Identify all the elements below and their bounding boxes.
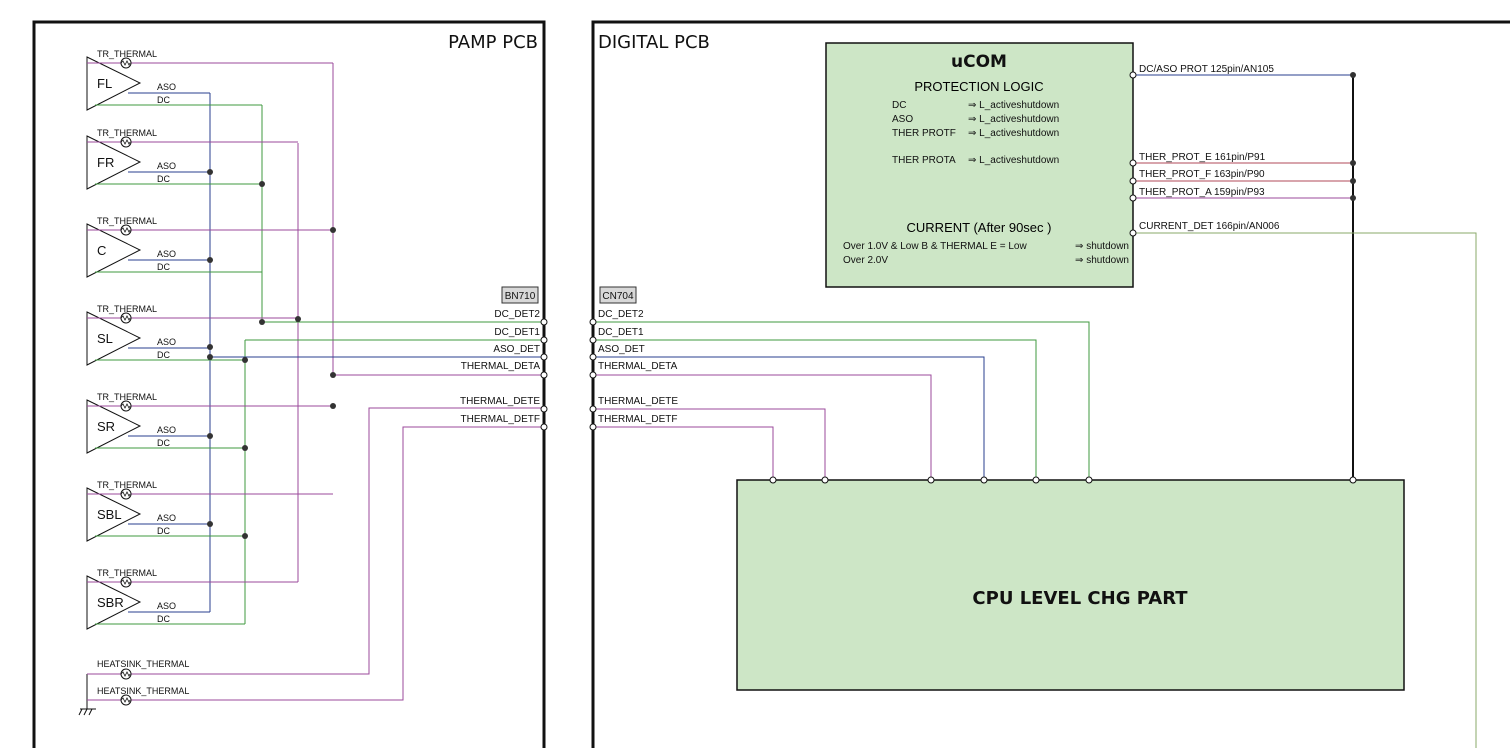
svg-text:DC: DC [892, 100, 906, 111]
amplifier-sr: TR_THERMAL SR ASO DC [86, 392, 333, 454]
amp-name: SL [97, 331, 113, 346]
svg-text:BN710: BN710 [505, 291, 536, 302]
svg-text:DC_DET2: DC_DET2 [598, 309, 644, 320]
amplifier-fr: TR_THERMAL FR ASO DC [86, 128, 298, 190]
ucom-pin-circles [1129, 71, 1137, 237]
ucom-output-wires [1133, 74, 1477, 748]
amp-name: FL [97, 76, 112, 91]
svg-text:THERMAL_DETF: THERMAL_DETF [598, 414, 677, 425]
svg-text:DC_DET1: DC_DET1 [494, 327, 540, 338]
heatsink-label-1: HEATSINK_THERMAL [97, 659, 189, 669]
svg-text:⇒ L_activeshutdown: ⇒ L_activeshutdown [968, 128, 1059, 139]
connector-cn704: CN704 [599, 286, 637, 304]
svg-text:CPU LEVEL CHG PART: CPU LEVEL CHG PART [972, 588, 1188, 609]
svg-text:ASO_DET: ASO_DET [598, 344, 645, 355]
svg-text:Over 2.0V: Over 2.0V [843, 255, 888, 266]
svg-text:THER_PROT_E 161pin/P91: THER_PROT_E 161pin/P91 [1139, 152, 1266, 163]
pamp-pcb-title: PAMP PCB [448, 32, 538, 53]
pamp-buses [209, 63, 334, 624]
ucom-pin-labels: DC/ASO PROT 125pin/AN105 THER_PROT_E 161… [1139, 64, 1280, 232]
ucom-subtitle: PROTECTION LOGIC [914, 79, 1043, 94]
tr-thermal-label: TR_THERMAL [97, 480, 157, 490]
tr-thermal-label: TR_THERMAL [97, 49, 157, 59]
aso-label: ASO [157, 249, 176, 259]
dc-label: DC [157, 526, 170, 536]
pamp-junctions [207, 169, 336, 539]
connector-bn710: BN710 [501, 286, 539, 304]
tr-thermal-label: TR_THERMAL [97, 568, 157, 578]
amplifier-sl: TR_THERMAL SL ASO DC [86, 304, 298, 366]
svg-text:CURRENT_DET 166pin/AN006: CURRENT_DET 166pin/AN006 [1139, 221, 1280, 232]
left-pin-labels: DC_DET2 DC_DET1 ASO_DET THERMAL_DETA THE… [460, 309, 540, 425]
svg-text:CN704: CN704 [602, 291, 634, 302]
aso-label: ASO [157, 513, 176, 523]
svg-text:⇒ L_activeshutdown: ⇒ L_activeshutdown [968, 114, 1059, 125]
amp-name: SBL [97, 507, 122, 522]
connector-pins [540, 318, 597, 431]
cpu-level-chg-block: CPU LEVEL CHG PART [736, 476, 1405, 691]
svg-text:THER PROTF: THER PROTF [892, 128, 956, 139]
svg-text:DC_DET1: DC_DET1 [598, 327, 644, 338]
amp-name: C [97, 243, 106, 258]
svg-text:THERMAL_DETA: THERMAL_DETA [461, 361, 541, 372]
dc-label: DC [157, 95, 170, 105]
tr-thermal-label: TR_THERMAL [97, 216, 157, 226]
digital-wires [593, 321, 1090, 480]
svg-text:⇒ shutdown: ⇒ shutdown [1075, 241, 1129, 252]
svg-text:THERMAL_DETF: THERMAL_DETF [461, 414, 540, 425]
svg-text:THER PROTA: THER PROTA [892, 155, 956, 166]
dc-label: DC [157, 174, 170, 184]
svg-text:THER_PROT_F 163pin/P90: THER_PROT_F 163pin/P90 [1139, 169, 1265, 180]
right-pin-labels: DC_DET2 DC_DET1 ASO_DET THERMAL_DETA THE… [598, 309, 678, 425]
amplifier-sbr: TR_THERMAL SBR ASO DC [86, 568, 298, 630]
dc-label: DC [157, 262, 170, 272]
ucom-title: uCOM [951, 52, 1007, 72]
svg-text:DC_DET2: DC_DET2 [494, 309, 540, 320]
pamp-pcb-frame [32, 20, 546, 748]
tr-thermal-label: TR_THERMAL [97, 392, 157, 402]
amp-name: SBR [97, 595, 124, 610]
amplifier-c: TR_THERMAL C ASO DC [86, 216, 333, 278]
dc-label: DC [157, 614, 170, 624]
aso-label: ASO [157, 161, 176, 171]
aso-label: ASO [157, 425, 176, 435]
tr-thermal-label: TR_THERMAL [97, 128, 157, 138]
aso-label: ASO [157, 337, 176, 347]
svg-text:ASO: ASO [892, 114, 913, 125]
amplifier-sbl: TR_THERMAL SBL ASO DC [86, 480, 333, 542]
ucom-current-title: CURRENT (After 90sec ) [907, 220, 1052, 235]
dc-label: DC [157, 350, 170, 360]
svg-text:DC/ASO PROT 125pin/AN105: DC/ASO PROT 125pin/AN105 [1139, 64, 1274, 75]
digital-pcb-frame [591, 20, 1510, 748]
svg-text:⇒ L_activeshutdown: ⇒ L_activeshutdown [968, 155, 1059, 166]
svg-text:ASO_DET: ASO_DET [493, 344, 540, 355]
svg-text:Over 1.0V & Low B & THERMAL E: Over 1.0V & Low B & THERMAL E = Low [843, 241, 1027, 252]
amplifier-fl: TR_THERMAL FL ASO DC [86, 49, 333, 111]
tr-thermal-label: TR_THERMAL [97, 304, 157, 314]
aso-label: ASO [157, 82, 176, 92]
svg-text:THER_PROT_A 159pin/P93: THER_PROT_A 159pin/P93 [1139, 187, 1265, 198]
aso-label: ASO [157, 601, 176, 611]
heatsink-group: HEATSINK_THERMAL HEATSINK_THERMAL [78, 407, 544, 716]
svg-text:THERMAL_DETE: THERMAL_DETE [598, 396, 678, 407]
svg-text:⇒ L_activeshutdown: ⇒ L_activeshutdown [968, 100, 1059, 111]
ucom-junctions [1350, 72, 1356, 201]
svg-text:THERMAL_DETA: THERMAL_DETA [598, 361, 678, 372]
digital-pcb-title: DIGITAL PCB [598, 32, 710, 53]
svg-text:⇒ shutdown: ⇒ shutdown [1075, 255, 1129, 266]
svg-text:THERMAL_DETE: THERMAL_DETE [460, 396, 540, 407]
dc-label: DC [157, 438, 170, 448]
pamp-connector-wires [210, 321, 544, 376]
heatsink-label-2: HEATSINK_THERMAL [97, 686, 189, 696]
amp-name: SR [97, 419, 115, 434]
amp-name: FR [97, 155, 114, 170]
ucom-block: uCOM PROTECTION LOGIC DC ⇒ L_activeshutd… [825, 42, 1134, 288]
